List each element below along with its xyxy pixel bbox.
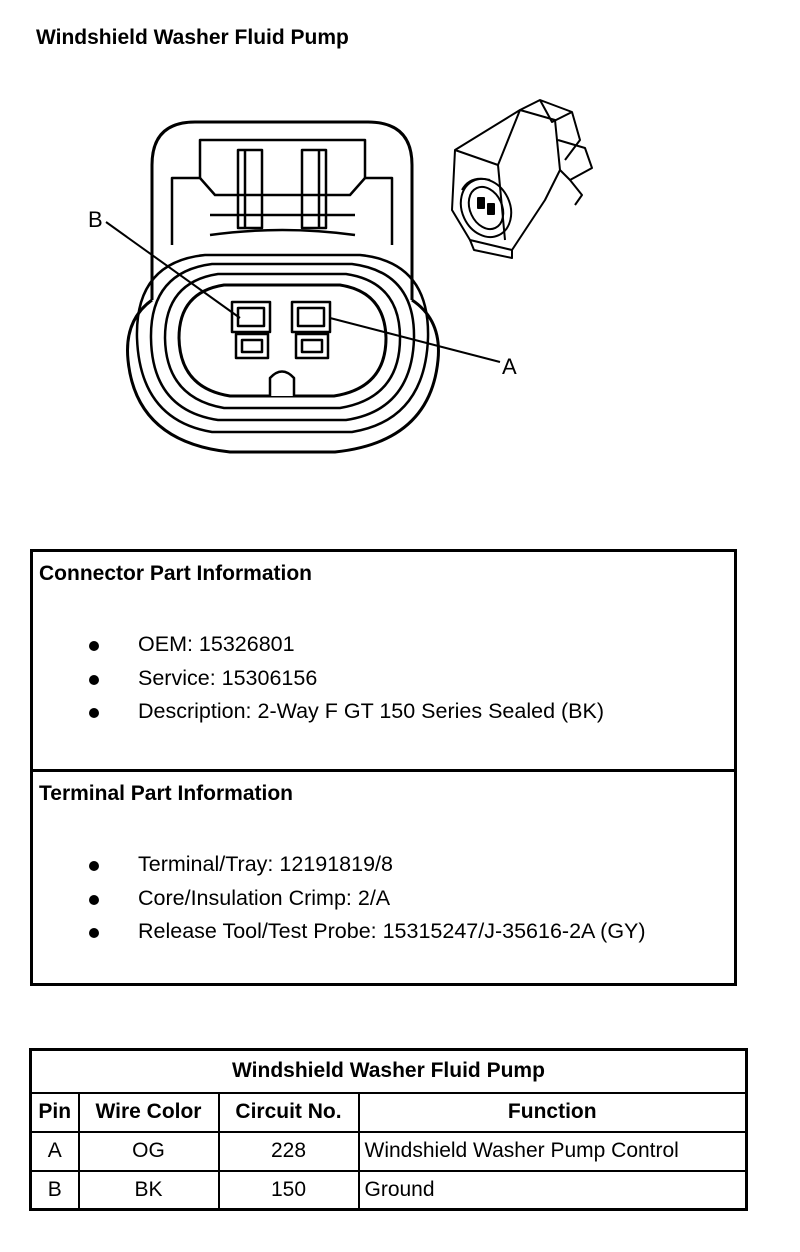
column-header-pin: Pin	[29, 1091, 80, 1133]
callout-label-a: A	[502, 354, 517, 379]
bullet-icon	[89, 894, 99, 905]
bullet-icon	[89, 861, 99, 871]
bullet-icon	[89, 641, 99, 651]
connector-3d-illustration	[451, 99, 593, 259]
connector-part-info: Connector Part Information OEM: 15326801…	[33, 552, 734, 772]
circuit-no-cell: 228	[217, 1130, 360, 1172]
column-header-circuit-no: Circuit No.	[217, 1091, 360, 1133]
table-row: B BK 150 Ground	[29, 1169, 748, 1211]
seal-ring-core	[177, 283, 388, 398]
polarization-key	[268, 370, 296, 396]
wire-color-cell: BK	[77, 1169, 220, 1211]
connector-outer-body	[150, 120, 414, 300]
cavity-a	[290, 300, 332, 360]
connector-outer-shell	[126, 298, 440, 454]
pin-table: Windshield Washer Fluid Pump Pin Wire Co…	[29, 1048, 748, 1211]
bullet-icon	[89, 674, 99, 685]
pin-cell: A	[29, 1130, 80, 1172]
pin-cell: B	[29, 1169, 80, 1211]
column-header-wire-color: Wire Color	[77, 1091, 220, 1133]
seal-ring-middle	[149, 262, 416, 422]
circuit-no-cell: 150	[217, 1169, 360, 1211]
callout-label-b: B	[88, 207, 103, 232]
table-row: A OG 228 Windshield Washer Pump Control	[29, 1130, 748, 1172]
page-title: Windshield Washer Fluid Pump	[36, 26, 349, 49]
terminal-info-heading: Terminal Part Information	[39, 782, 293, 805]
bullet-icon	[89, 708, 99, 718]
connector-info-heading: Connector Part Information	[39, 562, 313, 585]
wire-color-cell: OG	[77, 1130, 220, 1172]
function-cell: Ground	[357, 1169, 748, 1211]
latch-right-post	[300, 148, 328, 230]
latch-left-post	[236, 148, 264, 230]
pin-table-caption: Windshield Washer Fluid Pump	[29, 1048, 748, 1094]
seal-ring-inner	[163, 272, 402, 410]
bullet-icon	[89, 928, 99, 938]
terminal-part-info: Terminal Part Information Terminal/Tray:…	[39, 782, 646, 943]
leader-line-b	[105, 221, 241, 319]
latch-housing	[170, 138, 394, 245]
function-cell: Windshield Washer Pump Control	[357, 1130, 748, 1172]
connector-diagram: B A	[88, 99, 593, 454]
cavity-b	[230, 300, 272, 360]
seal-ring-outer	[135, 253, 430, 434]
part-info-box: Connector Part Information OEM: 15326801…	[30, 549, 737, 986]
leader-line-a	[329, 317, 501, 363]
column-header-function: Function	[357, 1091, 748, 1133]
